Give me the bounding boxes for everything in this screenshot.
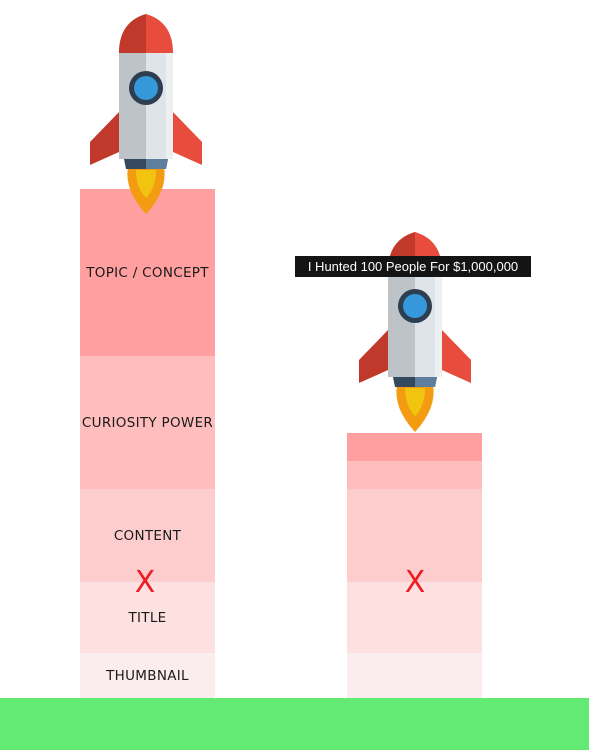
- segment-label-topic-concept: TOPIC / CONCEPT: [86, 264, 209, 281]
- left-x-mark: X: [134, 565, 156, 600]
- segment-label-title: TITLE: [128, 610, 167, 626]
- right-x-mark: X: [404, 565, 426, 600]
- left-segment-content: CONTENT: [80, 489, 215, 582]
- left-segment-curiosity-power: CURIOSITY POWER: [80, 356, 215, 489]
- right-segment-3: [347, 489, 482, 582]
- right-segment-5: [347, 653, 482, 699]
- video-title-tag: I Hunted 100 People For $1,000,000: [295, 256, 531, 277]
- left-segment-title: TITLE: [80, 582, 215, 653]
- segment-label-curiosity-power: CURIOSITY POWER: [81, 414, 214, 431]
- left-segment-topic-concept: TOPIC / CONCEPT: [80, 189, 215, 356]
- right-segment-2: [347, 461, 482, 489]
- right-segment-1: [347, 433, 482, 461]
- right-segment-4: [347, 582, 482, 653]
- ground: [0, 698, 589, 750]
- left-segment-thumbnail: THUMBNAIL: [80, 653, 215, 699]
- rocket-icon: [359, 232, 471, 432]
- segment-label-thumbnail: THUMBNAIL: [106, 668, 189, 684]
- rocket-icon: [90, 14, 202, 214]
- segment-label-content: CONTENT: [113, 527, 182, 544]
